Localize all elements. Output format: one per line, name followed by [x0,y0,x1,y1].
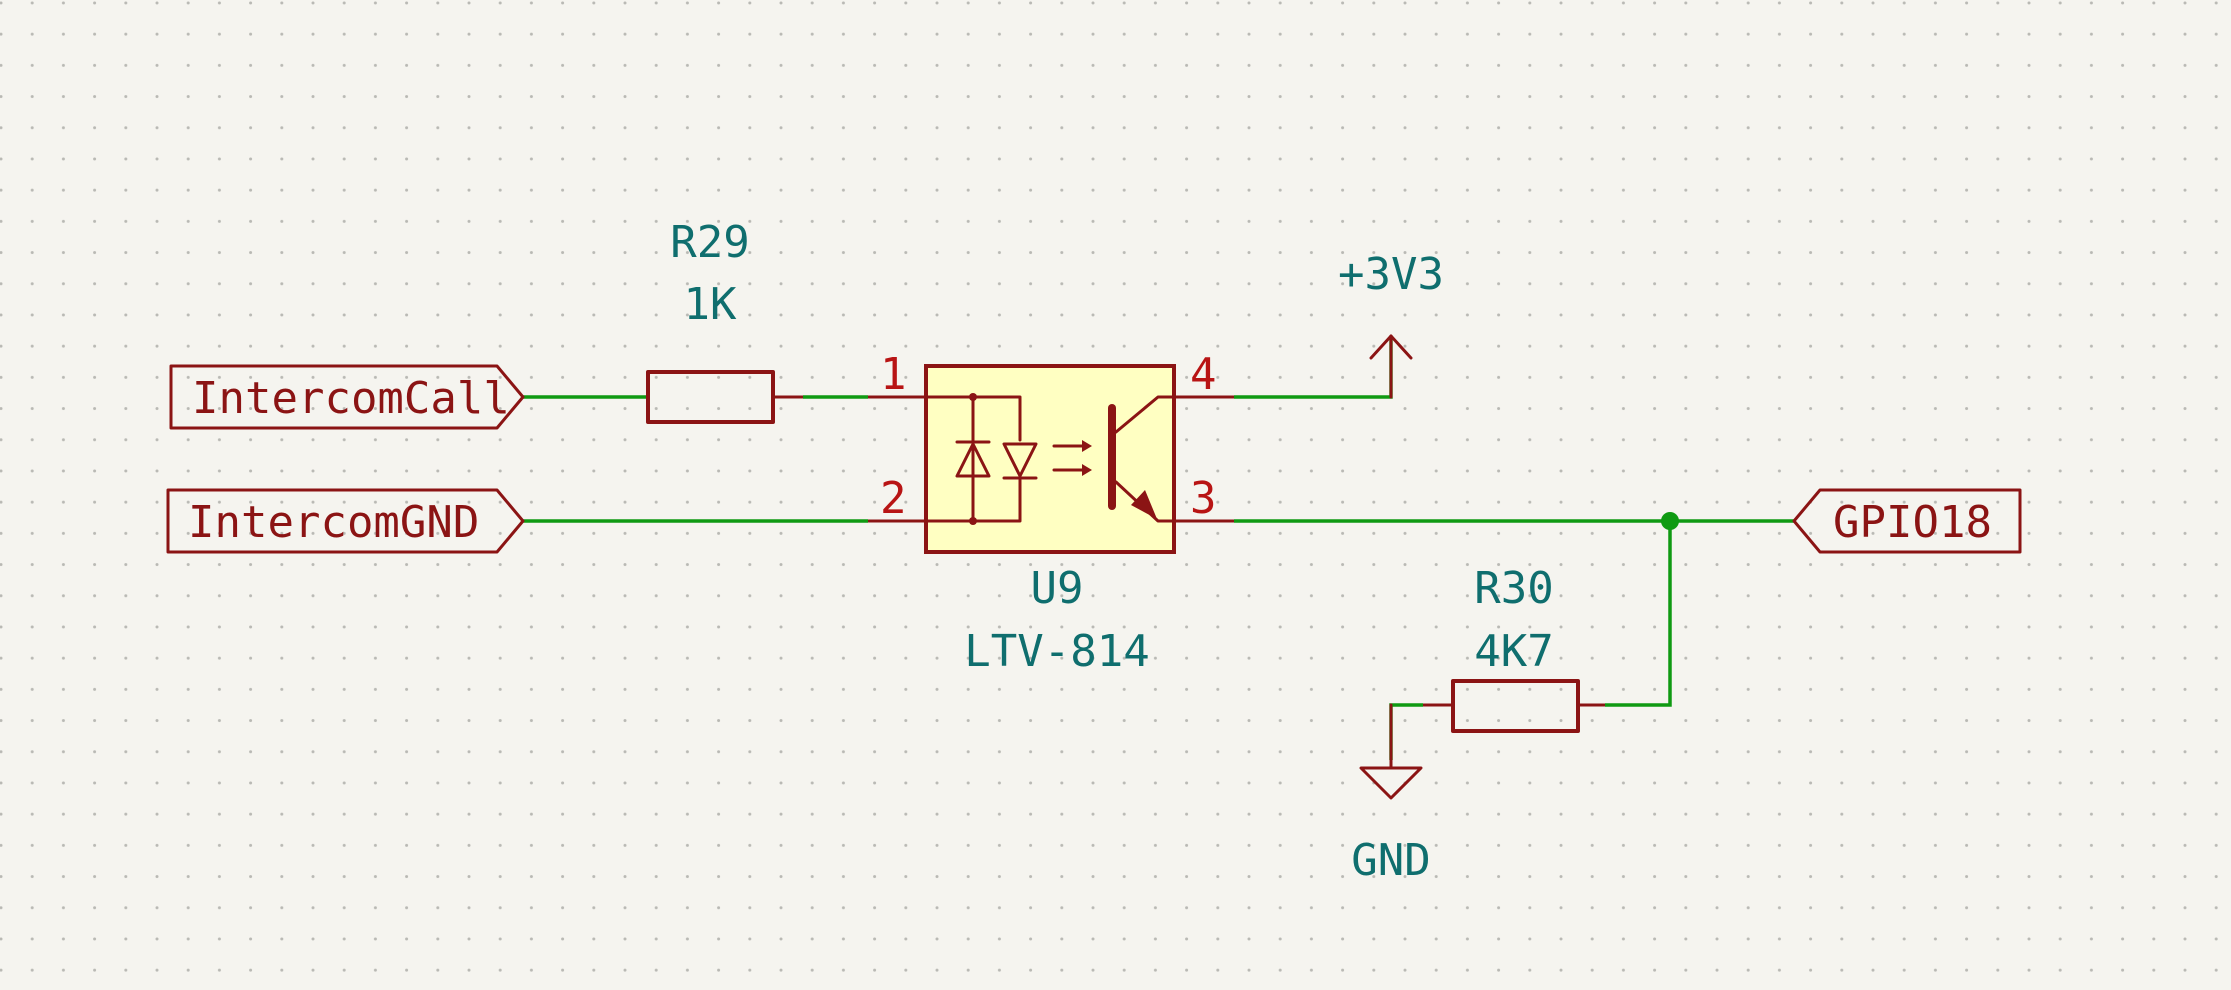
label-intercomgnd-text: IntercomGND [188,497,479,548]
label-intercomgnd[interactable]: IntercomGND [166,488,525,554]
power-gnd[interactable]: GND [1351,703,1431,886]
label-gpio18-text: GPIO18 [1833,497,1992,548]
wire-junction [1661,512,1679,530]
resistor-r29-ref: R29 [670,217,749,268]
resistor-r30-value: 4K7 [1474,626,1553,677]
power-arrow-icon [1369,334,1413,399]
optocoupler-u9-ref: U9 [1031,563,1084,614]
power-3v3-label: +3V3 [1338,249,1444,300]
optocoupler-u9-body [924,364,1176,554]
label-gpio18[interactable]: GPIO18 [1792,488,2022,554]
u9-pin1-number: 1 [880,349,907,400]
label-intercomcall-text: IntercomCall [192,373,510,424]
resistor-r29[interactable]: R29 1K [646,217,803,424]
u9-pin4-number: 4 [1190,349,1217,400]
light-emission-icon [1052,440,1092,476]
resistor-r29-value: 1K [684,279,737,330]
resistor-r30[interactable]: R30 4K7 [1423,563,1605,733]
resistor-r30-ref: R30 [1474,563,1553,614]
u9-pin3-number: 3 [1190,473,1217,524]
power-gnd-label: GND [1351,835,1430,886]
led-diode-b-icon [1002,442,1038,480]
wires [523,340,1794,760]
optocoupler-u9[interactable]: 1 2 4 3 U9 LTV-814 [868,349,1234,677]
led-diode-a-icon [955,440,991,478]
phototransistor-icon [1108,395,1176,523]
label-intercomcall[interactable]: IntercomCall [169,364,525,430]
power-3v3[interactable]: +3V3 [1338,249,1444,399]
wire-junction-r30 [1605,521,1672,707]
u9-pin2-number: 2 [880,473,907,524]
u9-diode-bus-top [924,395,1022,442]
u9-diode-bus-bottom [924,478,1022,523]
optocoupler-u9-value: LTV-814 [964,626,1149,677]
ground-icon [1359,703,1423,800]
